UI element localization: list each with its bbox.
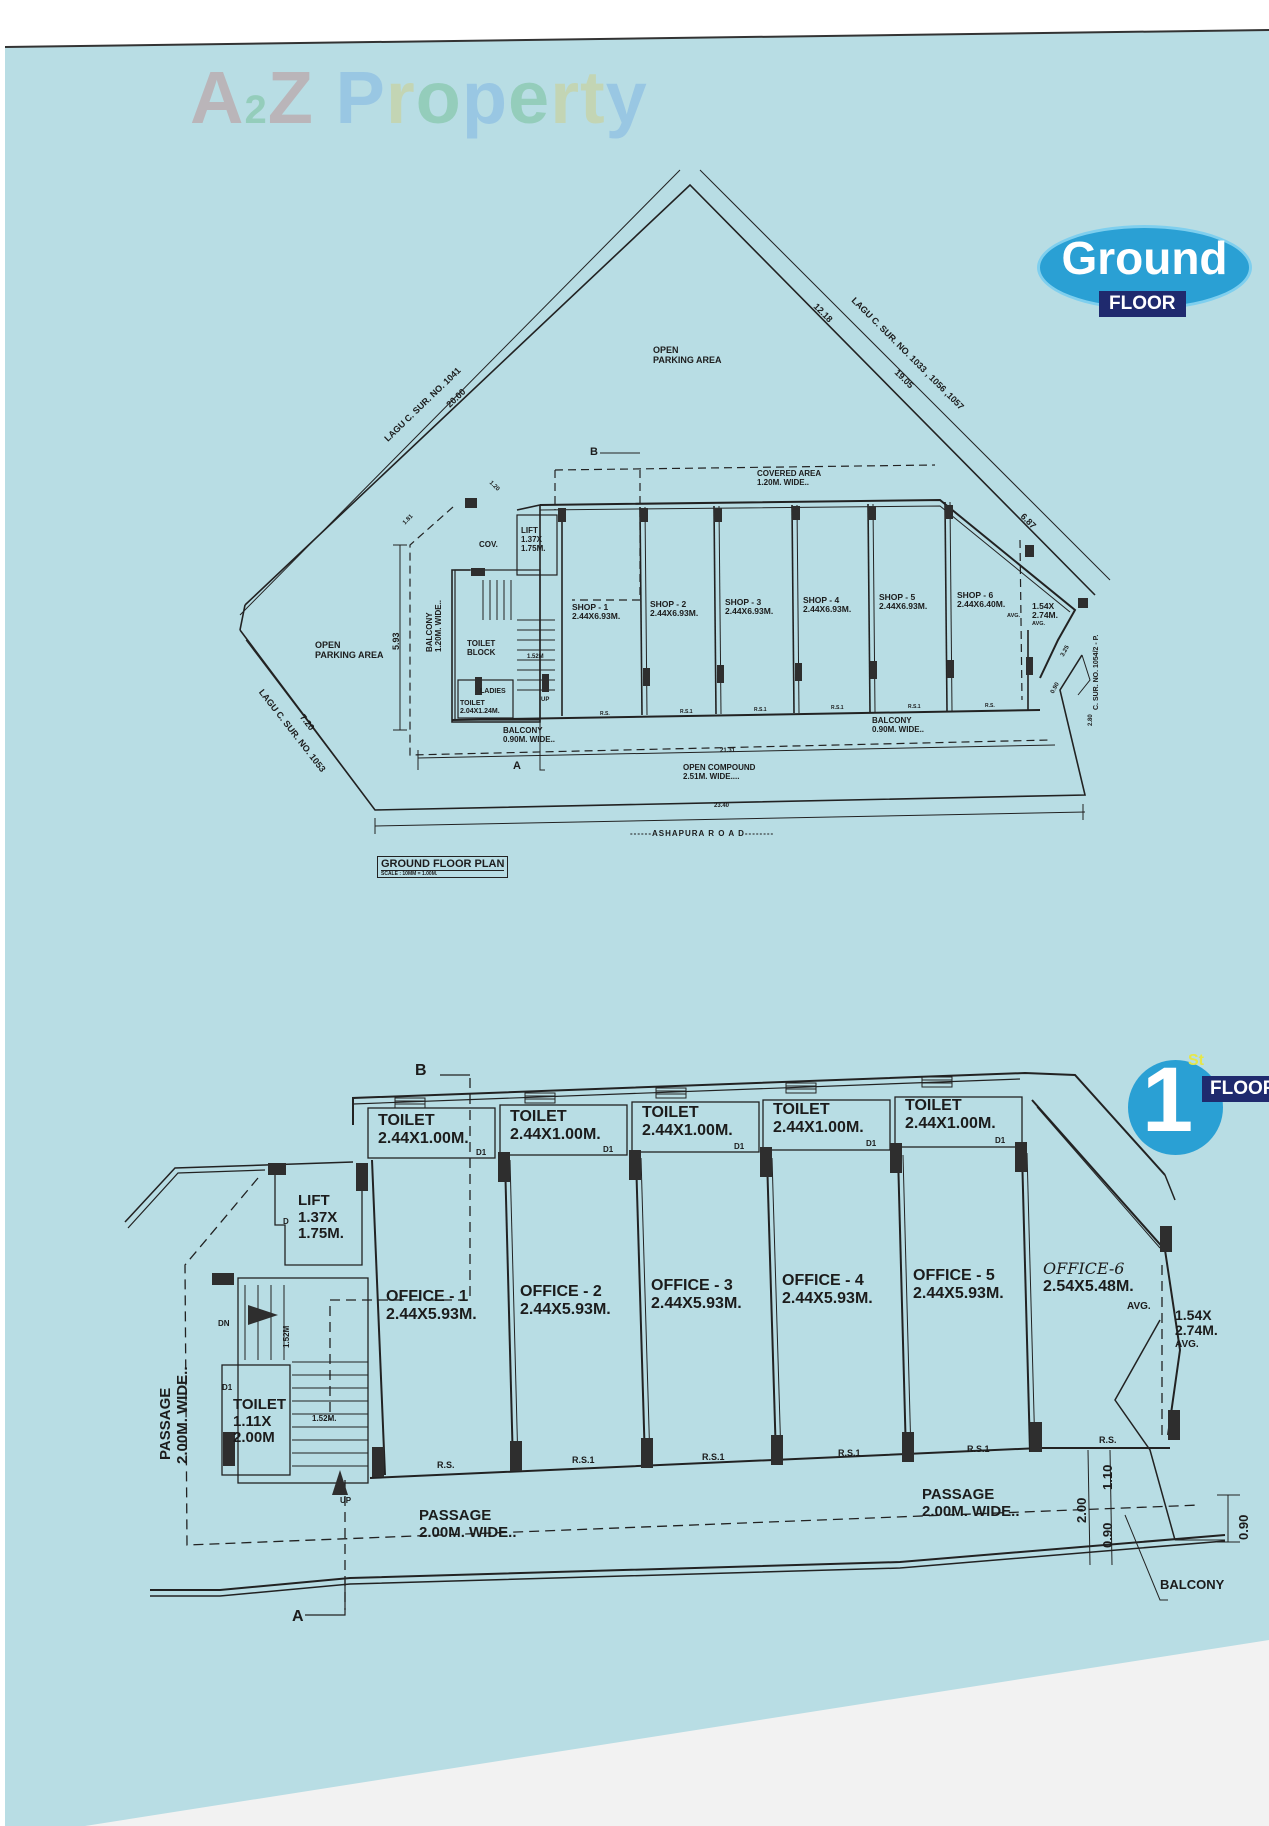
badge-ground-label: Ground	[1061, 232, 1228, 284]
ff-toilet-4[interactable]: TOILET 2.44X1.00M.	[773, 1101, 864, 1136]
dimension-inner-width: 21.31	[720, 748, 736, 754]
ff-toilet-4-door: D1	[866, 1139, 877, 1148]
ff-toilet-3-door: D1	[734, 1142, 745, 1151]
ff-corner-unit: 1.54X 2.74M. AVG.	[1175, 1307, 1218, 1350]
shop-1-rs: R.S.	[600, 711, 610, 717]
ff-passage-front-left: PASSAGE 2.00M. WIDE..	[419, 1507, 517, 1541]
ff-office-6-avg: AVG.	[1127, 1301, 1151, 1312]
ff-section-a: A	[292, 1608, 304, 1625]
ff-office-1[interactable]: OFFICE - 1 2.44X5.93M.	[386, 1288, 477, 1323]
ff-small-toilet-door: D1	[222, 1383, 233, 1392]
ff-office-6[interactable]: OFFICE-6 2.54X5.48M.	[1043, 1259, 1134, 1295]
ff-office-3[interactable]: OFFICE - 3 2.44X5.93M.	[651, 1277, 742, 1312]
badge-floor-label: FLOOR	[1202, 1076, 1269, 1102]
watermark-logo: A2Z Property	[190, 56, 648, 139]
ladies-toilet-label: TOILET 2.04X1.24M.	[460, 700, 500, 715]
ff-toilet-1[interactable]: TOILET 2.44X1.00M.	[378, 1112, 469, 1147]
ff-section-b: B	[415, 1062, 427, 1079]
ff-office-4[interactable]: OFFICE - 4 2.44X5.93M.	[782, 1272, 873, 1307]
ladies-label: LADIES	[480, 688, 506, 695]
gf-lift-label: LIFT 1.37X 1.75M.	[521, 526, 546, 553]
shop-5-rs: R.S.1	[908, 704, 921, 710]
ff-dim-110: 1.10	[1100, 1464, 1115, 1490]
ff-toilet-3[interactable]: TOILET 2.44X1.00M.	[642, 1104, 733, 1139]
cov-label: COV.	[479, 540, 498, 549]
ff-office-6-rs: R.S.	[1099, 1435, 1117, 1445]
ff-office-1-rs: R.S.	[437, 1460, 455, 1470]
shop-4-rs: R.S.1	[831, 705, 844, 711]
shop-3[interactable]: SHOP - 3 2.44X6.93M.	[725, 597, 774, 617]
ff-stair-width-b: 1.52M.	[312, 1414, 337, 1423]
ff-lift-label: LIFT 1.37X 1.75M.	[298, 1192, 344, 1242]
ff-office-5-rs: R.S.1	[967, 1444, 990, 1454]
ff-office-2-rs: R.S.1	[572, 1455, 595, 1465]
ff-lift-door: D	[283, 1217, 289, 1226]
ff-toilet-1-door: D1	[476, 1148, 487, 1157]
shop-6[interactable]: SHOP - 6 2.44X6.40M.	[957, 590, 1006, 610]
ff-balcony-label: BALCONY	[1160, 1577, 1225, 1592]
ff-toilet-5-door: D1	[995, 1136, 1006, 1145]
gf-up-label: UP	[541, 697, 550, 703]
balcony-left-label: BALCONY 1.20M. WIDE..	[425, 599, 443, 652]
shop-1[interactable]: SHOP - 1 2.44X6.93M.	[572, 602, 621, 622]
ff-stair-dn: DN	[218, 1319, 230, 1328]
balcony-front-left: BALCONY 0.90M. WIDE..	[503, 726, 556, 744]
ground-floor-badge: Ground FLOOR	[1037, 225, 1252, 317]
gf-stair-width: 1.52M	[527, 654, 544, 660]
ff-office-2[interactable]: OFFICE - 2 2.44X5.93M.	[520, 1283, 611, 1318]
dimension-outer-width: 23.40	[714, 803, 730, 809]
ff-office-3-rs: R.S.1	[702, 1452, 725, 1462]
toilet-block-label: TOILET BLOCK	[467, 639, 496, 657]
ff-dim-090-a: 0.90	[1100, 1522, 1115, 1548]
shop-3-rs: R.S.1	[754, 707, 767, 713]
shop-2[interactable]: SHOP - 2 2.44X6.93M.	[650, 599, 699, 619]
ff-small-toilet: TOILET 1.11X 2.00M	[233, 1396, 287, 1446]
ff-toilet-2[interactable]: TOILET 2.44X1.00M.	[510, 1108, 601, 1143]
ff-stair-up: UP	[340, 1496, 352, 1505]
open-compound-label: OPEN COMPOUND 2.51M. WIDE....	[683, 763, 756, 781]
badge-suffix: St	[1188, 1052, 1204, 1069]
ff-office-5[interactable]: OFFICE - 5 2.44X5.93M.	[913, 1267, 1004, 1302]
open-parking-top: OPEN PARKING AREA	[653, 345, 722, 365]
ground-floor-plan-title: GROUND FLOOR PLAN SCALE : 10MM = 1.00M.	[377, 856, 509, 878]
road-label: ------ASHAPURA R O A D--------	[630, 829, 775, 838]
balcony-front-right: BALCONY 0.90M. WIDE..	[872, 716, 925, 734]
first-floor-badge: 1 St FLOOR	[1128, 1049, 1269, 1162]
covered-area-label: COVERED AREA 1.20M. WIDE..	[757, 469, 822, 487]
ff-passage-left: PASSAGE 2.00M. WIDE..	[157, 1366, 191, 1464]
ff-stair-width-a: 1.52M	[282, 1325, 291, 1348]
gf-section-b: B	[590, 446, 598, 458]
gf-section-a: A	[513, 760, 521, 772]
dimension-east-c: 2.80	[1088, 714, 1094, 726]
ff-toilet-2-door: D1	[603, 1145, 614, 1154]
ff-passage-front-right: PASSAGE 2.00M. WIDE..	[922, 1486, 1020, 1520]
shop-2-rs: R.S.1	[680, 709, 693, 715]
boundary-label-east: C. SUR. NO. 1054/2 - P.	[1093, 634, 1100, 710]
dimension-height: 5.93	[391, 632, 401, 650]
badge-floor-label: FLOOR	[1099, 291, 1186, 317]
open-parking-left: OPEN PARKING AREA	[315, 640, 384, 660]
shop-5[interactable]: SHOP - 5 2.44X6.93M.	[879, 592, 928, 612]
gf-corner-unit: 1.54X 2.74M. AVG.	[1032, 601, 1058, 627]
shop-6-avg: AVG.	[1007, 613, 1021, 619]
ff-dim-200: 2.00	[1074, 1497, 1089, 1523]
ff-dim-090-b: 0.90	[1236, 1514, 1251, 1540]
ff-office-4-rs: R.S.1	[838, 1448, 861, 1458]
shop-4[interactable]: SHOP - 4 2.44X6.93M.	[803, 595, 852, 615]
badge-number: 1	[1142, 1049, 1194, 1151]
ff-toilet-5[interactable]: TOILET 2.44X1.00M.	[905, 1097, 996, 1132]
shop-6-rs: R.S.	[985, 703, 995, 709]
